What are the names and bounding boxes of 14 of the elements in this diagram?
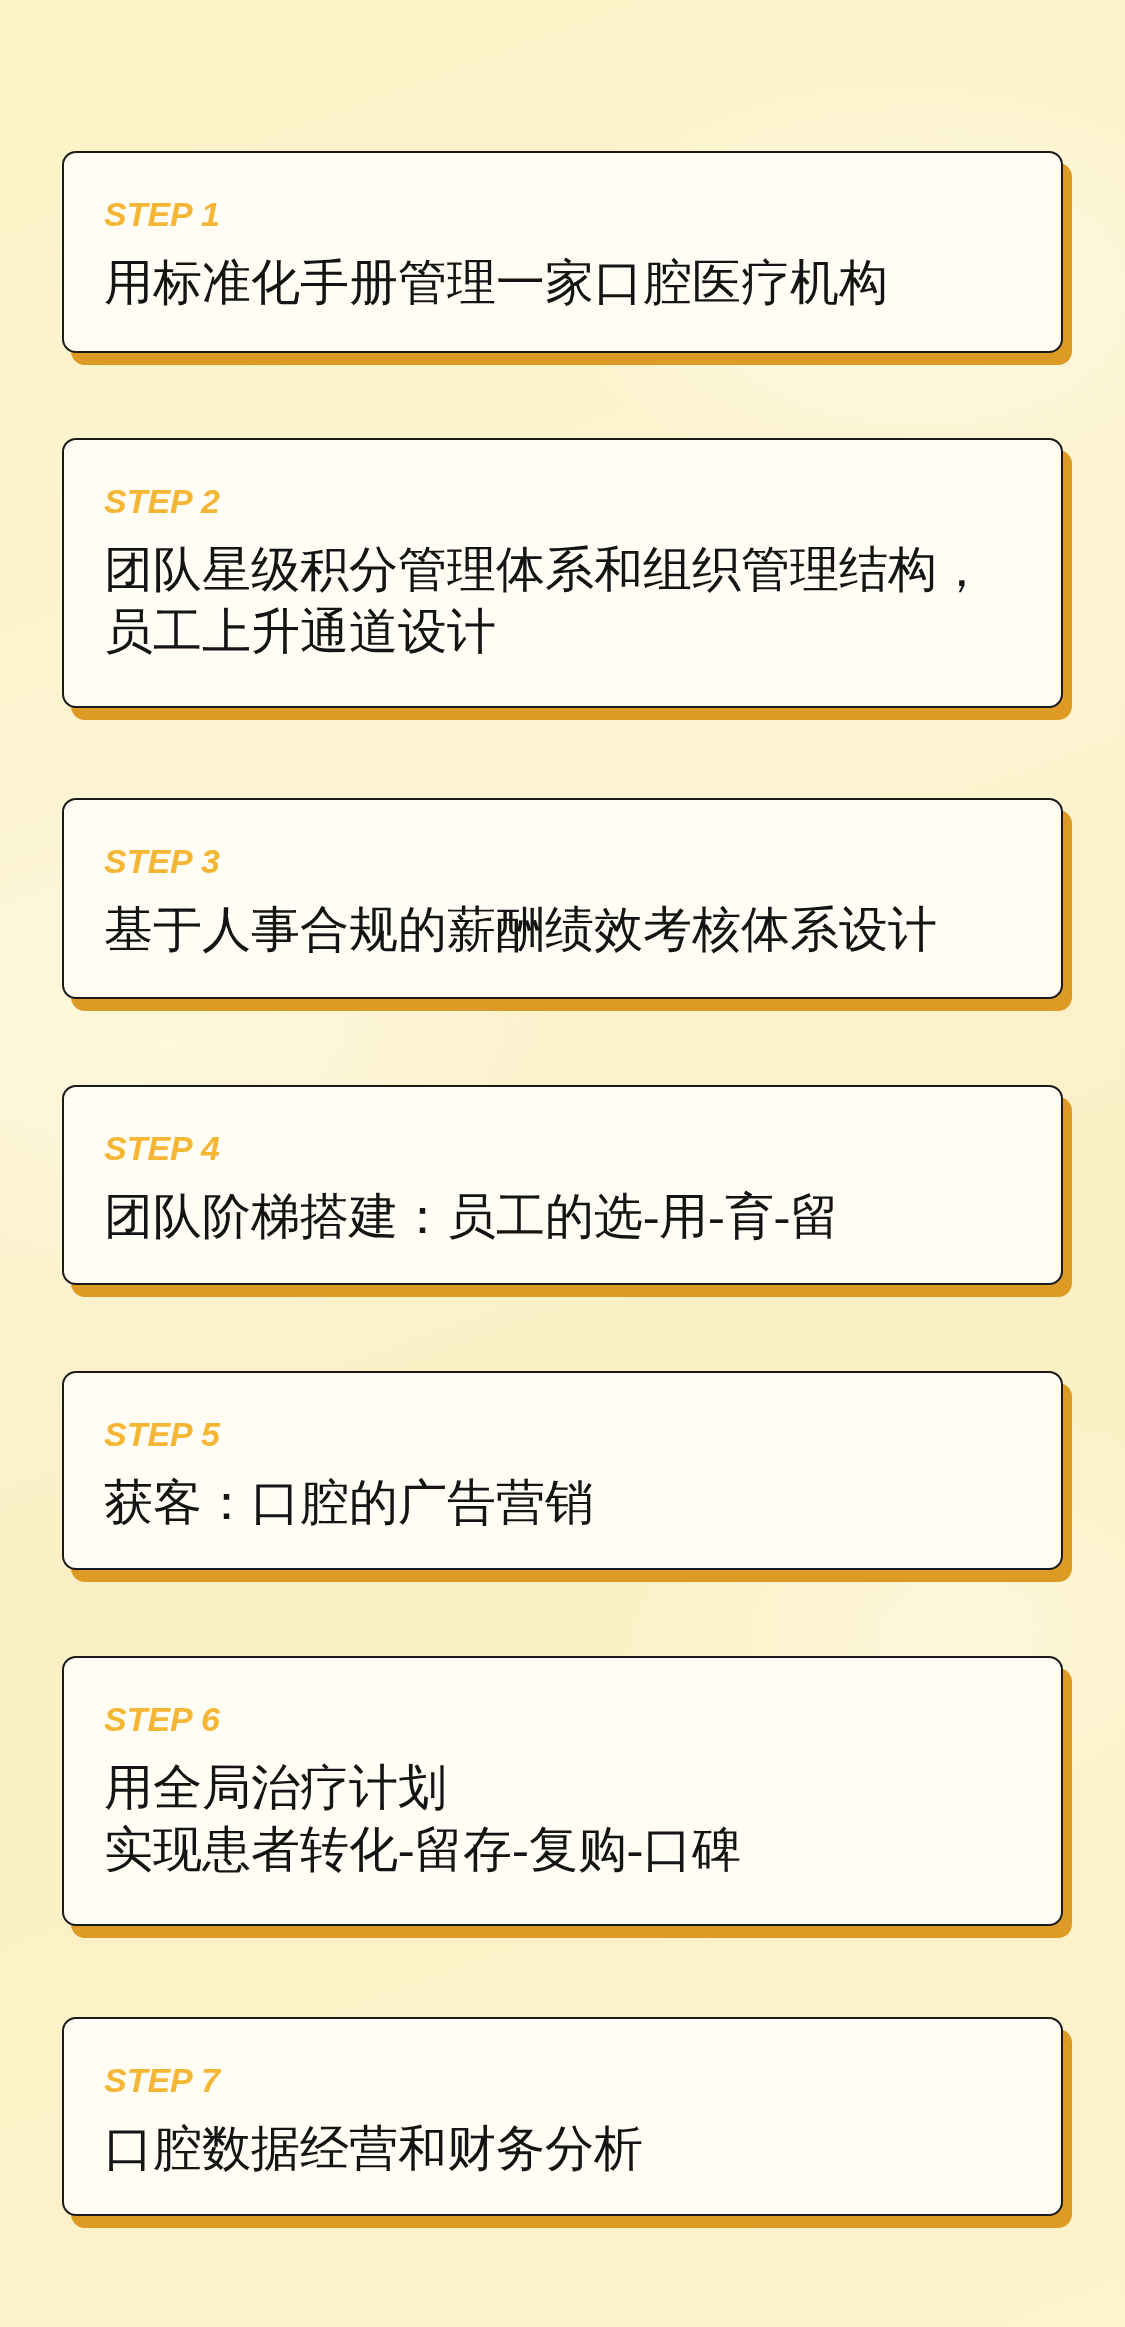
step-title: 团队星级积分管理体系和组织管理结构，员工上升通道设计 [104,541,986,661]
step-number: STEP 6 [104,1699,220,1739]
step-number: STEP 2 [104,481,220,521]
step-title: 口腔数据经营和财务分析 [104,2120,643,2178]
step-title: 团队阶梯搭建：员工的选-用-育-留 [104,1188,839,1246]
step-title: 用全局治疗计划实现患者转化-留存-复购-口碑 [104,1759,741,1879]
step-number: STEP 4 [104,1128,220,1168]
step-number: STEP 3 [104,841,220,881]
step-number: STEP 1 [104,194,220,234]
step-title: 用标准化手册管理一家口腔医疗机构 [104,254,888,312]
step-number: STEP 5 [104,1414,220,1454]
step-title: 获客：口腔的广告营销 [104,1474,594,1532]
step-number: STEP 7 [104,2060,220,2100]
step-title: 基于人事合规的薪酬绩效考核体系设计 [104,901,937,959]
